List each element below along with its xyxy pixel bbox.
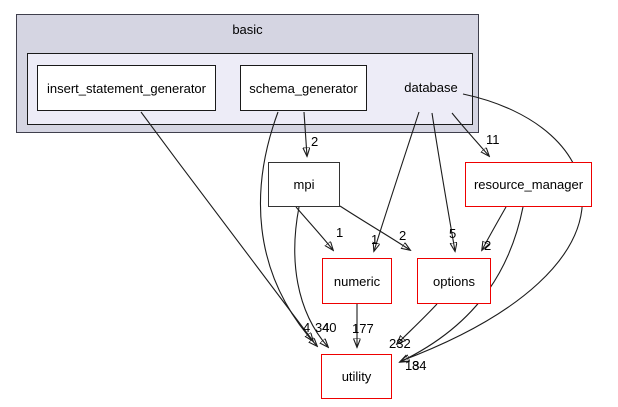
node-utility-label: utility bbox=[341, 369, 372, 384]
edge-schema-generator-to-utility bbox=[259, 111, 317, 346]
node-database-label: database bbox=[404, 80, 458, 95]
cluster-basic-label: basic bbox=[232, 22, 263, 37]
edge-count-database-numeric: 1 bbox=[371, 232, 379, 247]
node-insert-statement-generator[interactable]: insert_statement_generator bbox=[37, 65, 216, 111]
node-mpi[interactable]: mpi bbox=[268, 162, 340, 207]
node-resource-manager-label: resource_manager bbox=[473, 177, 584, 192]
node-numeric[interactable]: numeric bbox=[322, 258, 392, 304]
edge-count-schema-utility: 34 bbox=[315, 320, 330, 335]
node-options[interactable]: options bbox=[417, 258, 491, 304]
edge-count-database-utility: 84 bbox=[412, 358, 427, 373]
edge-count-mpi-options: 2 bbox=[399, 228, 407, 243]
node-resource-manager[interactable]: resource_manager bbox=[465, 162, 592, 207]
edge-count-resource-manager-options: 2 bbox=[484, 238, 492, 253]
node-utility[interactable]: utility bbox=[321, 354, 392, 399]
edge-insert-statement-generator-to-utility bbox=[140, 111, 313, 341]
edge-count-database-options: 5 bbox=[449, 226, 457, 241]
node-options-label: options bbox=[433, 273, 475, 289]
node-insert-statement-generator-label: insert_statement_generator bbox=[47, 80, 206, 96]
edge-count-mpi-utility: 40 bbox=[322, 320, 337, 335]
node-mpi-label: mpi bbox=[293, 177, 315, 192]
edge-count-numeric-utility: 177 bbox=[352, 321, 374, 336]
edge-count-database-resource-manager: 11 bbox=[486, 132, 500, 147]
node-numeric-label: numeric bbox=[333, 273, 381, 289]
node-schema-generator-label: schema_generator bbox=[249, 80, 358, 96]
edge-count-schema-mpi: 2 bbox=[311, 134, 319, 149]
edge-count-resource-manager-utility: 13 bbox=[405, 358, 420, 373]
edge-count-options-utility: 232 bbox=[389, 336, 411, 351]
edge-mpi-to-numeric bbox=[295, 206, 333, 250]
edge-count-mpi-numeric: 1 bbox=[336, 225, 344, 240]
node-schema-generator[interactable]: schema_generator bbox=[240, 65, 367, 111]
edge-count-insert-utility: 4 bbox=[303, 320, 311, 335]
